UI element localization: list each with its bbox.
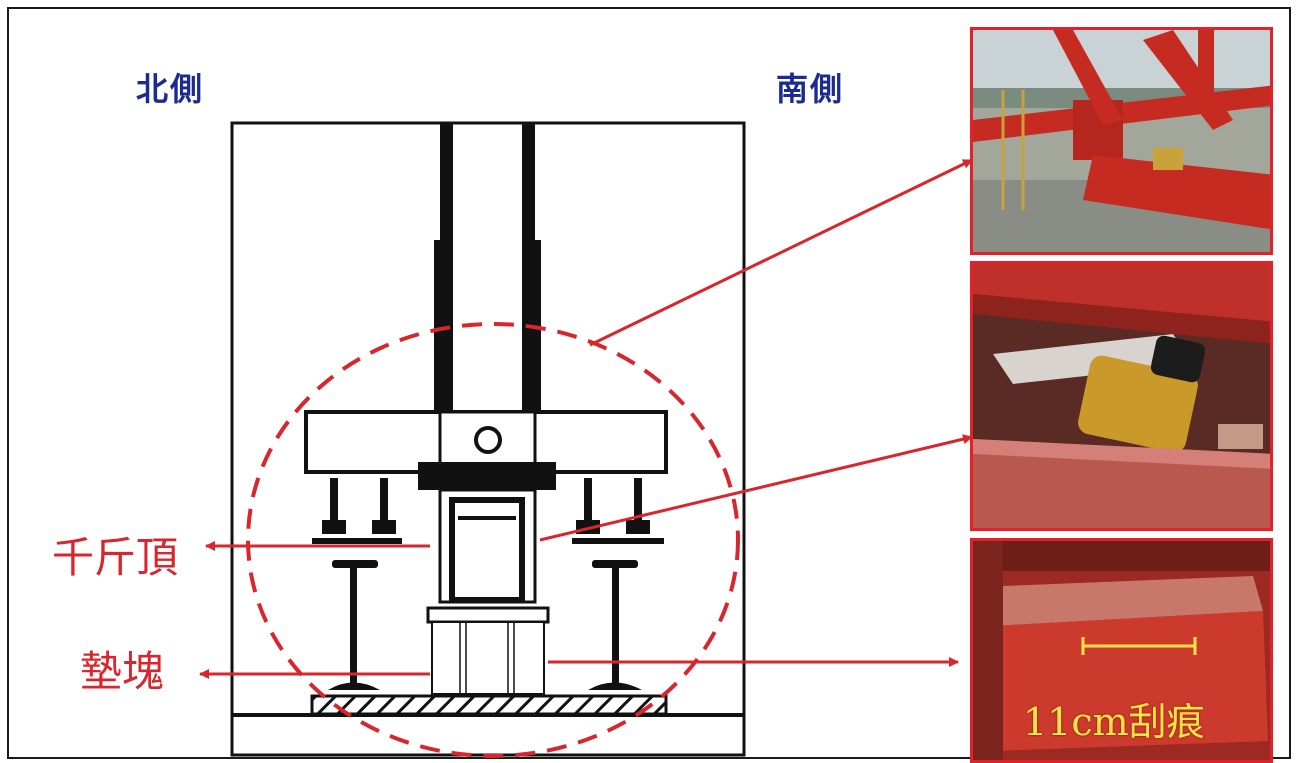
- left-brackets: [312, 478, 402, 544]
- shim-block: [426, 606, 550, 695]
- jack-body: [438, 488, 537, 604]
- north-side-label: 北側: [136, 70, 205, 108]
- scratch-caption: 11cm刮痕: [1023, 700, 1205, 744]
- base-plate: [310, 694, 668, 716]
- jack-label: 千斤頂: [52, 533, 179, 582]
- right-rail-post: [588, 560, 642, 690]
- south-side-label: 南側: [776, 70, 845, 108]
- right-brackets: [572, 478, 664, 544]
- figure-frame: [7, 7, 1291, 759]
- scratched-shim-photo: 11cm刮痕: [970, 538, 1273, 763]
- left-rail-post: [328, 560, 380, 690]
- yellow-jack-photo: [970, 261, 1273, 531]
- steel-frame-photo: [970, 27, 1273, 255]
- vertical-column: [434, 123, 541, 473]
- pin-hole: [474, 426, 502, 454]
- highlight-circle: [246, 322, 740, 758]
- shim-label: 墊塊: [80, 647, 165, 696]
- jack-cap: [418, 462, 556, 490]
- arrow-to-photo-1: [589, 158, 973, 347]
- arrow-to-photo-2: [539, 434, 973, 542]
